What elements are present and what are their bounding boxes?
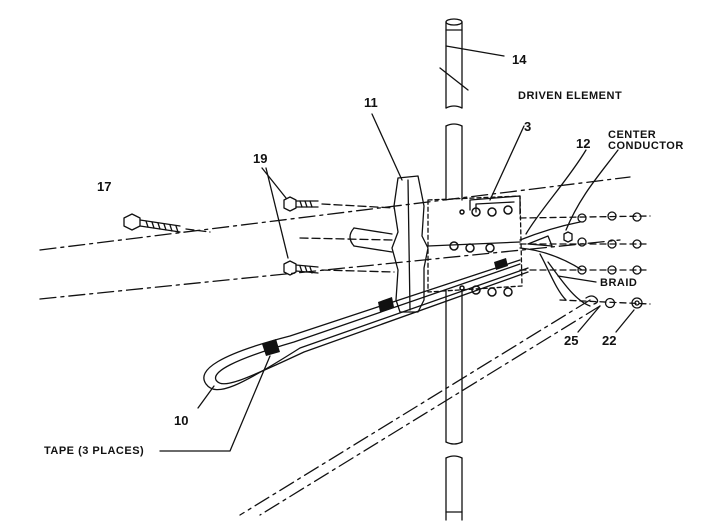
lower-boom-lines (239, 299, 601, 516)
driven-element-top-tube (445, 18, 463, 109)
callout-19: 19 (253, 151, 268, 166)
bolt-19-upper (283, 196, 395, 212)
right-hardware (519, 211, 651, 309)
caption-driven-element: DRIVEN ELEMENT (518, 90, 623, 102)
leader-19 (261, 167, 289, 259)
tape-bands (262, 258, 508, 356)
bolt-17 (123, 213, 211, 233)
callout-11: 11 (364, 95, 378, 110)
insulator-plate (349, 175, 429, 313)
strap-clamp-3 (469, 195, 521, 215)
boom (39, 176, 631, 300)
caption-braid: BRAID (600, 277, 638, 289)
hairpin-loop-10 (203, 259, 529, 391)
coax-cable (519, 221, 591, 307)
callout-10: 10 (174, 413, 189, 428)
hardware-nuts (449, 205, 513, 297)
callout-17: 17 (97, 179, 112, 194)
driven-element-bottom-tube (445, 455, 463, 521)
callout-12: 12 (576, 136, 591, 151)
caption-tape-3-places: TAPE (3 PLACES) (44, 445, 145, 457)
mounting-bracket (427, 195, 523, 293)
caption-conductor: CONDUCTOR (608, 140, 684, 152)
callout-25: 25 (564, 333, 579, 348)
bolt-19-lower (283, 260, 395, 276)
caption-center: CENTER (608, 129, 657, 141)
driven-element-center-tube (445, 123, 463, 445)
callout-14: 14 (512, 52, 527, 67)
callout-22: 22 (602, 333, 617, 348)
leaders-right (371, 45, 619, 283)
bolt-axis-middle (299, 237, 393, 241)
callout-3: 3 (524, 119, 532, 134)
leaders-bottom-right (577, 305, 635, 333)
leaders-lower-left (159, 355, 271, 452)
